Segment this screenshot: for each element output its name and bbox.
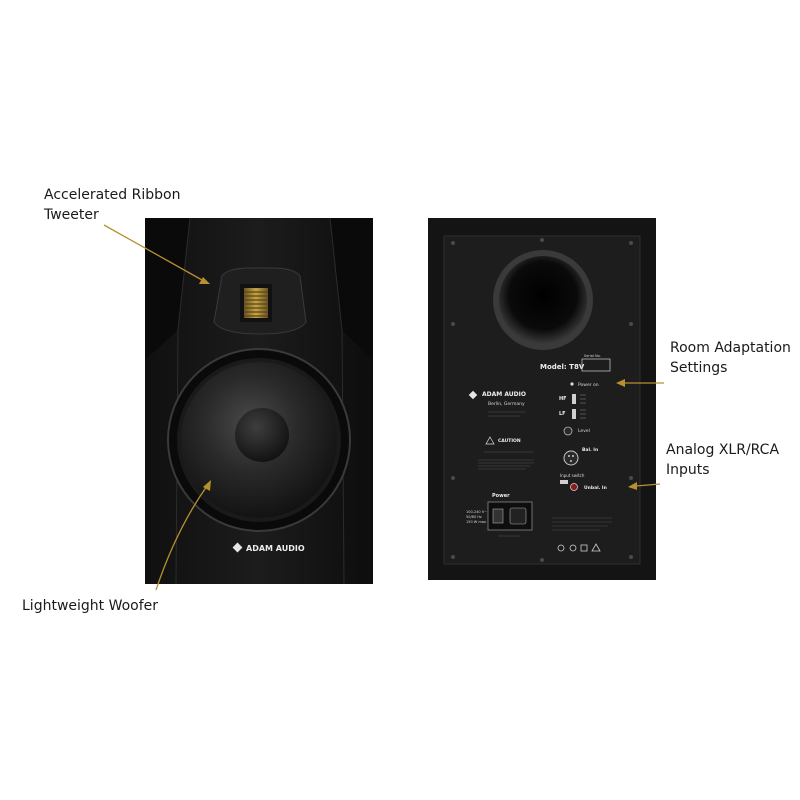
bal-in-label: Bal. In xyxy=(582,447,598,453)
rear-speaker: Model: T8V Serial No. ADAM AUDIO Berlin,… xyxy=(428,218,656,580)
lf-switch[interactable] xyxy=(572,409,576,419)
model-label: Model: T8V xyxy=(540,363,585,371)
woofer-dust-cap xyxy=(235,408,289,462)
bass-port-icon xyxy=(499,256,587,344)
caution-label: CAUTION xyxy=(498,438,521,444)
rear-logo-icon xyxy=(468,390,478,400)
ce-mark-icon xyxy=(557,544,565,552)
inputs-arrow xyxy=(635,483,661,487)
tweeter xyxy=(213,267,307,335)
analog-inputs: Bal. In Input switch Unbal. In xyxy=(560,447,607,491)
adam-logo-icon xyxy=(232,542,243,553)
callout-room-line1: Room Adaptation xyxy=(670,340,791,356)
input-switch-label: Input switch xyxy=(560,473,585,478)
hf-label: HF xyxy=(559,396,567,402)
rca-input-icon[interactable] xyxy=(570,483,578,491)
callout-tweeter-line2: Tweeter xyxy=(44,207,99,223)
iec-socket-icon[interactable] xyxy=(509,507,527,525)
ribbon-tweeter-icon xyxy=(244,288,268,318)
tweeter-arrow xyxy=(103,224,203,281)
power-led-icon xyxy=(570,382,574,386)
input-switch[interactable] xyxy=(560,480,568,484)
bass-port xyxy=(493,250,593,350)
serial-plate xyxy=(581,358,611,372)
callout-arrows xyxy=(103,224,664,591)
callout-tweeter: Accelerated Ribbon Tweeter xyxy=(44,185,180,225)
front-edge-right xyxy=(329,217,345,585)
power-switch[interactable] xyxy=(492,508,504,524)
woofer-arrowhead-icon xyxy=(203,480,211,491)
callout-inputs-line1: Analog XLR/RCA xyxy=(666,442,780,458)
callout-room: Room Adaptation Settings xyxy=(670,338,791,378)
xlr-input-icon[interactable] xyxy=(563,450,579,466)
callout-inputs-line2: Inputs xyxy=(666,462,710,478)
caution-block: CAUTION xyxy=(478,436,534,470)
level-knob[interactable] xyxy=(563,426,573,436)
power-section: Power 100-240 V~ 50/60 Hz 150 W max xyxy=(466,493,533,537)
inputs-arrowhead-icon xyxy=(628,482,637,490)
unbal-in-label: Unbal. In xyxy=(584,485,607,491)
recycle-mark-icon xyxy=(580,544,588,552)
woofer xyxy=(167,348,351,532)
callout-tweeter-line1: Accelerated Ribbon xyxy=(44,187,181,203)
callout-room-line2: Settings xyxy=(670,360,728,376)
voltage-line3: 150 W max xyxy=(466,520,486,524)
level-label: Level xyxy=(578,428,590,434)
front-edge-left xyxy=(175,217,191,585)
ukca-mark-icon xyxy=(569,544,577,552)
warning-icon xyxy=(485,436,495,445)
safety-mark-icon xyxy=(591,543,601,552)
woofer-arrow xyxy=(155,485,208,591)
hf-switch[interactable] xyxy=(572,394,576,404)
rear-brand-text: ADAM AUDIO xyxy=(482,391,526,398)
callout-woofer-line1: Lightweight Woofer xyxy=(22,598,159,614)
power-on-label: Power on xyxy=(578,382,599,388)
compliance-marks xyxy=(557,543,601,552)
front-speaker: ADAM AUDIO xyxy=(145,217,373,585)
power-label: Power xyxy=(492,493,510,499)
rear-location-text: Berlin, Germany xyxy=(488,401,525,407)
front-facet-left xyxy=(145,218,190,360)
front-logo: ADAM AUDIO xyxy=(232,542,305,553)
room-arrowhead-icon xyxy=(616,379,625,387)
fine-print xyxy=(552,517,612,531)
front-facet-right xyxy=(330,218,373,360)
serial-label: Serial No. xyxy=(584,354,601,358)
callout-inputs: Analog XLR/RCA Inputs xyxy=(666,440,779,480)
front-brand-text: ADAM AUDIO xyxy=(246,544,305,553)
callout-woofer: Lightweight Woofer xyxy=(22,596,158,616)
rear-brand: ADAM AUDIO Berlin, Germany xyxy=(468,390,526,417)
lf-label: LF xyxy=(559,411,566,417)
voltage-line2: 50/60 Hz xyxy=(466,515,482,519)
room-adaptation-panel: Power on HF LF Level xyxy=(559,382,599,436)
voltage-line1: 100-240 V~ xyxy=(466,510,487,514)
tweeter-arrowhead-icon xyxy=(199,277,210,284)
rear-screws xyxy=(451,238,633,562)
